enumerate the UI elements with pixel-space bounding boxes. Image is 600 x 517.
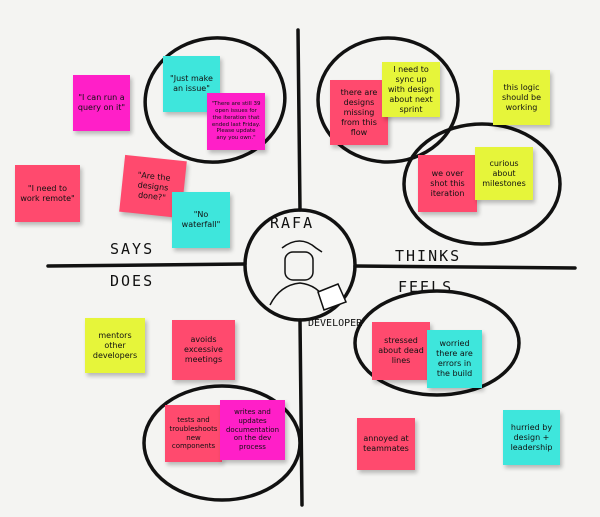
horizontal-axis <box>46 262 577 270</box>
developer-sketch-icon <box>269 240 348 311</box>
persona-circle <box>243 208 357 322</box>
sticky-note: curious about milestones <box>475 147 533 200</box>
sticky-note: we over shot this iteration <box>418 155 477 212</box>
sticky-note: annoyed at teammates <box>357 418 415 470</box>
quadrant-label-does: DOES <box>110 272 155 290</box>
sticky-note: I need to sync up with design about next… <box>382 62 440 117</box>
sticky-note: there are designs missing from this flow <box>330 80 388 145</box>
sticky-note: "No waterfall" <box>172 192 230 248</box>
does-cluster-loop <box>142 384 302 502</box>
persona-name: RAFA <box>270 214 315 232</box>
sticky-note: tests and troubleshoots new components <box>165 405 222 462</box>
thinks-cluster-loop-2 <box>402 122 562 246</box>
sticky-note: mentors other developers <box>85 318 145 373</box>
sticky-note: stressed about dead lines <box>372 322 430 380</box>
sticky-note: this logic should be working <box>493 70 550 125</box>
sticky-note: writes and updates documentation on the … <box>220 400 285 460</box>
sticky-note: "There are still 39 open issues for the … <box>207 93 265 150</box>
sticky-note: avoids excessive meetings <box>172 320 235 380</box>
sticky-note: "I need to work remote" <box>15 165 80 222</box>
feels-cluster-loop <box>353 289 521 397</box>
sticky-note: "I can run a query on it" <box>73 75 130 131</box>
persona-role: DEVELOPER <box>308 318 363 329</box>
sticky-note: hurried by design + leadership <box>503 410 560 465</box>
says-cluster-loop <box>143 36 287 164</box>
quadrant-label-thinks: THINKS <box>395 247 462 265</box>
vertical-axis <box>296 28 304 507</box>
quadrant-label-says: SAYS <box>110 240 155 258</box>
thinks-cluster-loop-1 <box>316 36 460 164</box>
sticky-note: worried there are errors in the build <box>427 330 482 388</box>
quadrant-label-feels: FEELS <box>398 278 454 296</box>
